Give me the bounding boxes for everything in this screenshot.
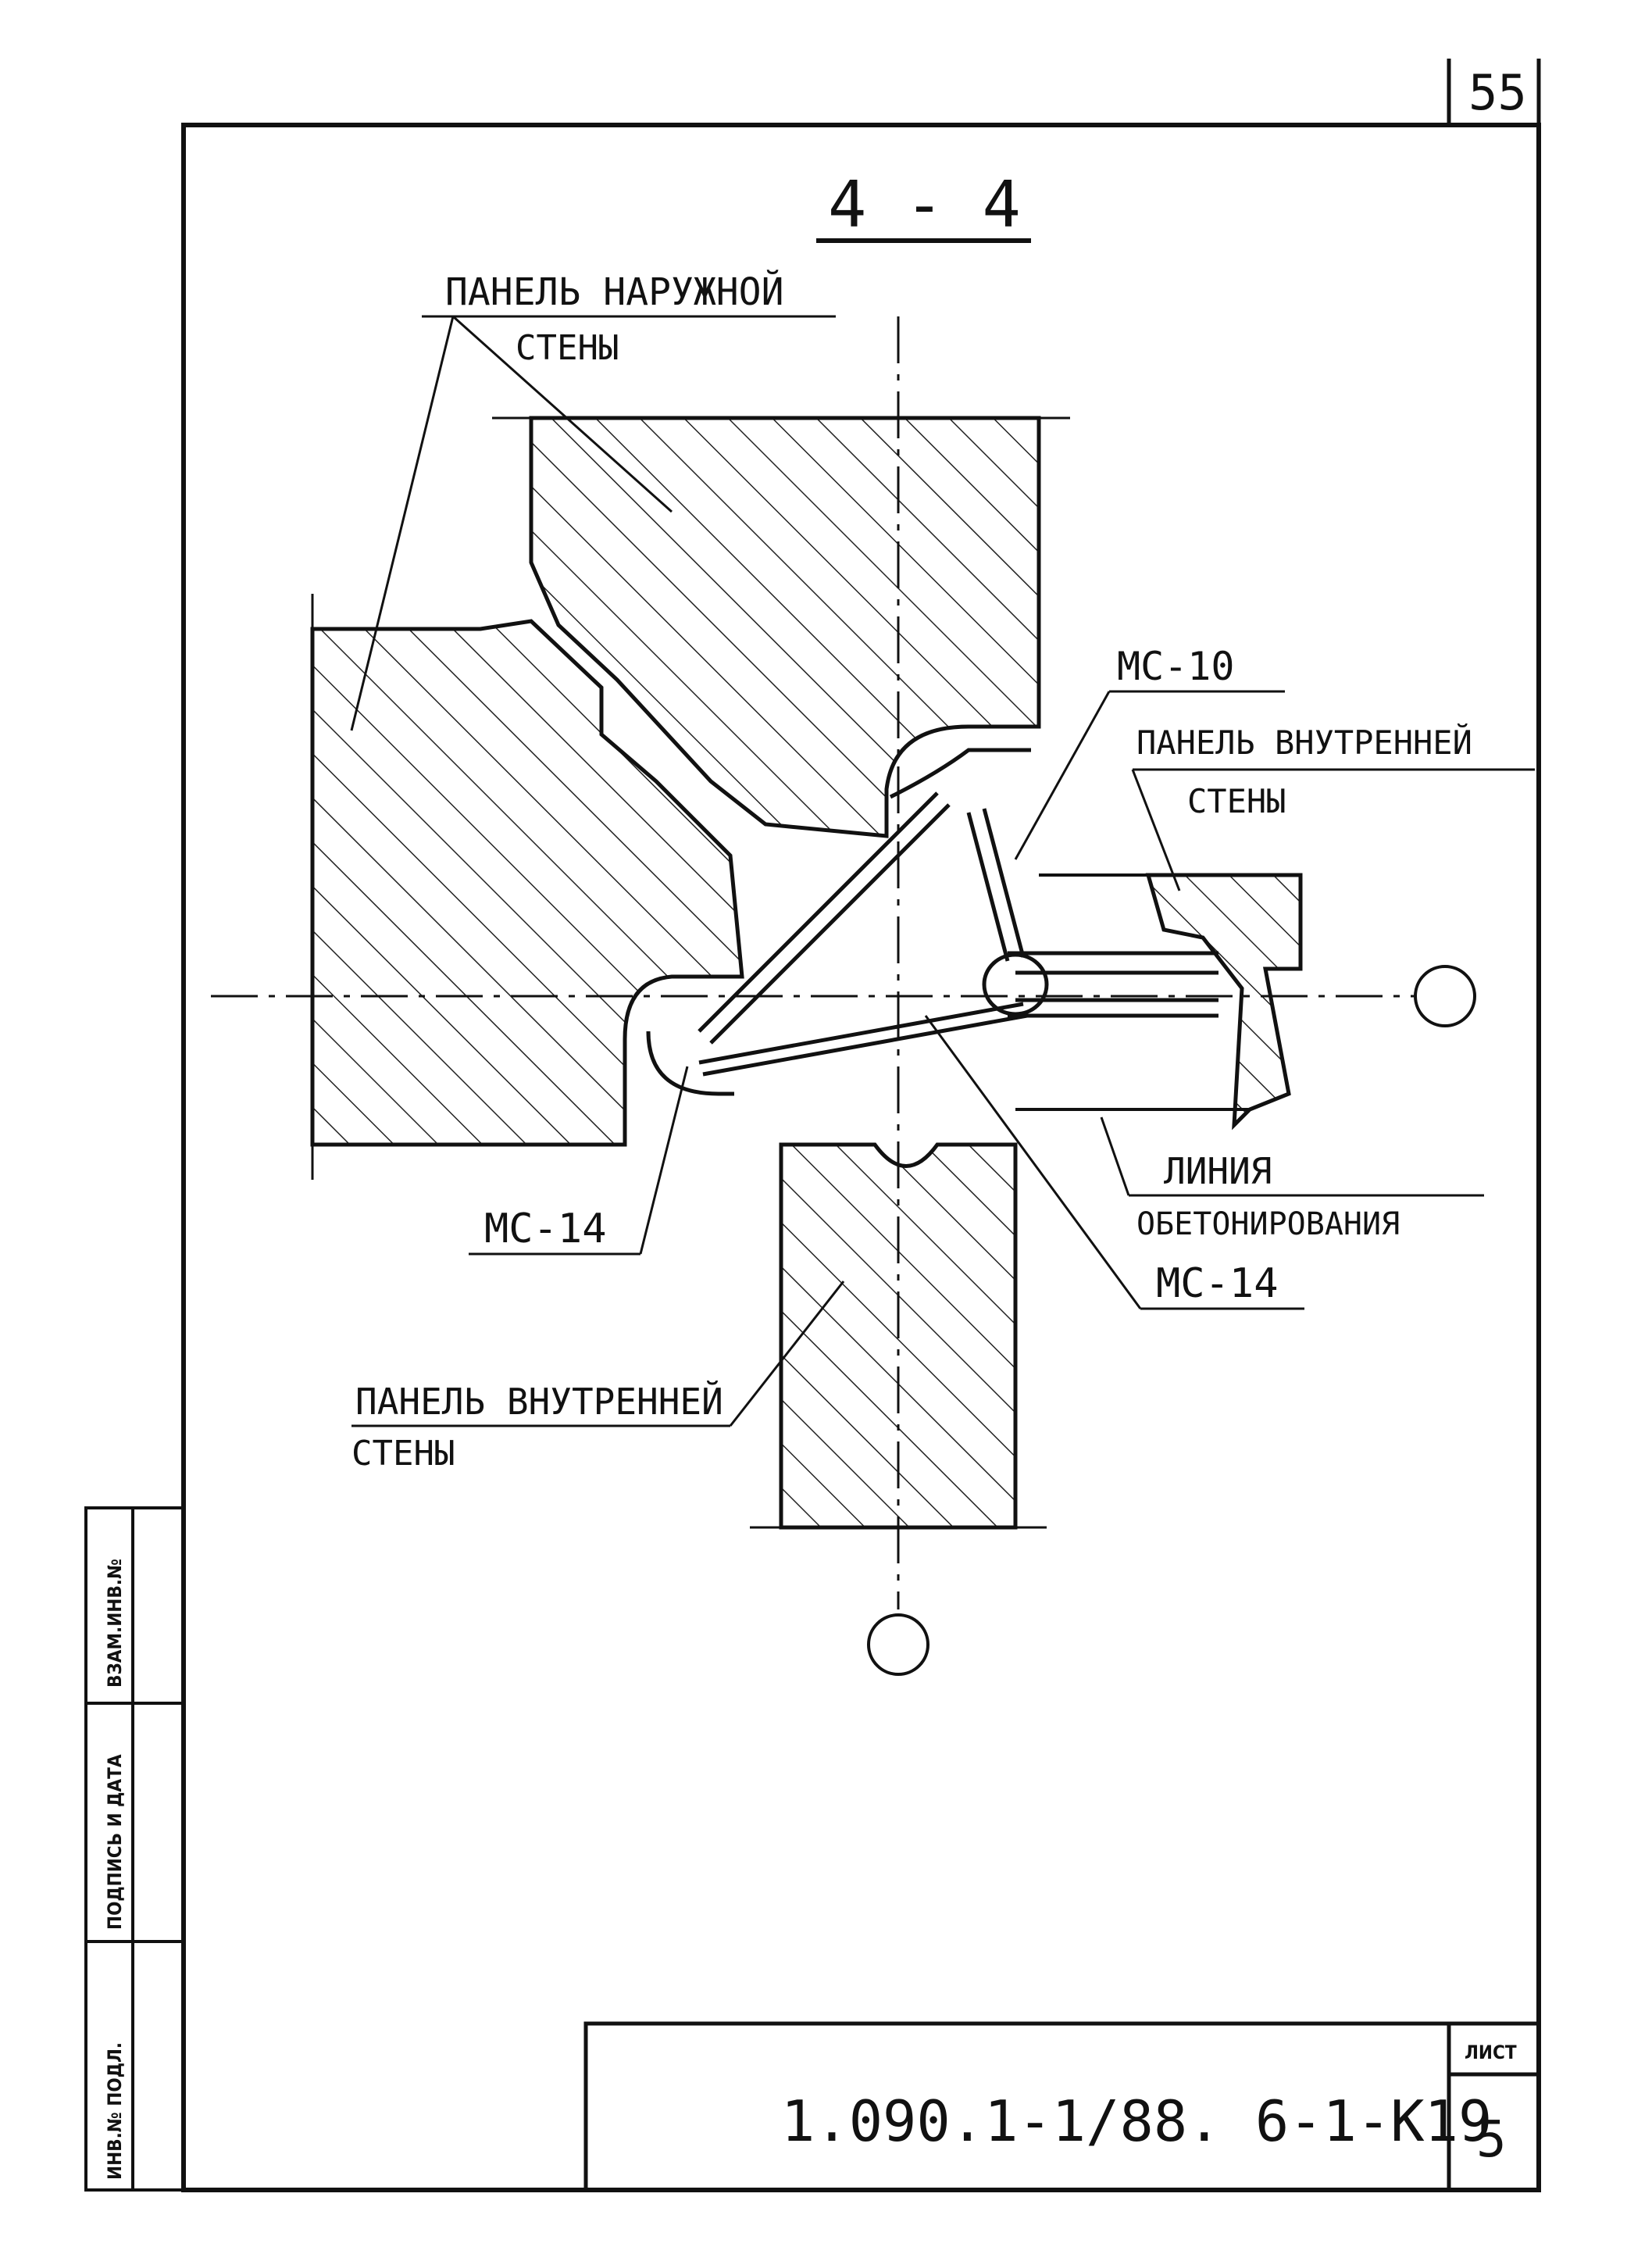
label-inner-wall-bottom-1: ПАНЕЛЬ ВНУТРЕННЕЙ <box>355 1381 723 1423</box>
leader-lines <box>350 315 1535 1427</box>
axis-marker-bottom <box>867 1613 929 1676</box>
outer-wall-panel-left <box>310 619 744 1147</box>
sheet-number: 5 <box>1476 2111 1507 2169</box>
stamp-inv-orig: ИНВ.№ ПОДЛ. <box>104 2042 126 2180</box>
label-mc14-left: МС-14 <box>484 1206 607 1252</box>
label-outer-wall-2: СТЕНЫ <box>516 328 619 368</box>
label-concreting-2: ОБЕТОНИРОВАНИЯ <box>1136 1206 1400 1242</box>
stamp-signature-date: ПОДПИСЬ И ДАТА <box>104 1754 126 1930</box>
axis-marker-right <box>1414 965 1476 1027</box>
sheet-label: ЛИСТ <box>1465 2042 1517 2063</box>
label-mc10: МС-10 <box>1117 644 1235 689</box>
rebar-connectors <box>646 748 1218 1096</box>
label-inner-wall-right-1: ПАНЕЛЬ ВНУТРЕННЕЙ <box>1136 723 1472 762</box>
label-inner-wall-bottom-2: СТЕНЫ <box>351 1434 455 1474</box>
section-title: 4 - 4 <box>828 168 1021 242</box>
label-outer-wall-1: ПАНЕЛЬ НАРУЖНОЙ <box>445 270 783 314</box>
label-concreting-1: ЛИНИЯ <box>1164 1150 1272 1192</box>
stamp-replace-inv: ВЗАМ.ИНВ.№ <box>104 1559 126 1688</box>
axis-lines <box>211 316 1414 1609</box>
title-block <box>583 2021 1541 2192</box>
label-mc14-right: МС-14 <box>1156 1260 1279 1307</box>
outer-wall-panel-upper <box>529 416 1041 838</box>
document-code: 1.090.1-1/88. 6-1-К19 <box>781 2088 1492 2154</box>
page-number: 55 <box>1468 64 1527 121</box>
side-stamp <box>84 1506 185 2192</box>
label-inner-wall-right-2: СТЕНЫ <box>1187 782 1286 820</box>
